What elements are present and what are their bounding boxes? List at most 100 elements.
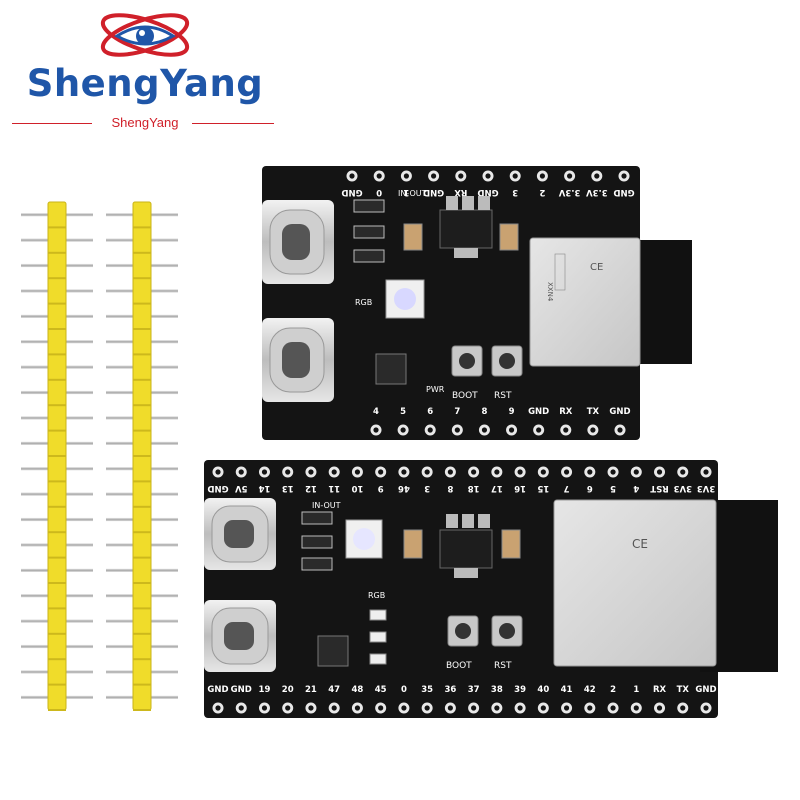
pwr-label: PWR	[426, 385, 445, 394]
pin-header-strip	[21, 201, 93, 711]
eye-logo-icon	[100, 13, 190, 57]
pin-label: 39	[514, 685, 526, 695]
pin-label: 6	[427, 407, 433, 417]
pin-label: 18	[468, 483, 480, 493]
pin-label: 5	[610, 483, 616, 493]
in-out-label: IN-OUT	[398, 189, 427, 198]
in-out-label: IN-OUT	[312, 501, 341, 510]
module-marking: XXN4	[546, 282, 554, 302]
pin-label: 7	[564, 483, 570, 493]
pin-label: GND	[609, 407, 630, 417]
boot-label: BOOT	[446, 661, 472, 671]
pin-label: 36	[444, 685, 456, 695]
pin-label: 16	[514, 483, 526, 493]
brand-tagline: ShengYang	[111, 115, 179, 130]
brand-logo: ShengYang ShengYang	[0, 0, 290, 140]
pin-label: 15	[537, 483, 549, 493]
diode-icon	[353, 249, 385, 263]
usb-bridge-chip-icon	[375, 353, 407, 385]
pin-label: 5	[400, 407, 406, 417]
pin-header-strip	[106, 201, 178, 711]
pin-label: 6	[587, 483, 593, 493]
pin-label: 40	[537, 685, 549, 695]
rst-label: RST	[494, 661, 512, 671]
regulator-chip-icon	[439, 529, 493, 569]
pin-label: 37	[468, 685, 480, 695]
usb-c-port-icon	[262, 318, 334, 402]
pin-label: 48	[352, 685, 364, 695]
pin-label: TX	[587, 407, 600, 417]
usb-bridge-chip-icon	[317, 635, 349, 667]
pin-label: GND	[207, 685, 228, 695]
pin-label: GND	[613, 187, 634, 197]
pin-label: 0	[376, 187, 382, 197]
wifi-module-icon	[529, 237, 641, 367]
pin-label: 3V3	[697, 483, 715, 493]
pin-label: 8	[447, 483, 453, 493]
pin-label: 41	[561, 685, 573, 695]
brand-name: ShengYang	[26, 62, 264, 105]
pin-label: 10	[351, 483, 363, 493]
diode-icon	[301, 535, 333, 549]
pin-label: 19	[259, 685, 271, 695]
ce-mark-icon: CE	[590, 262, 603, 273]
diode-icon	[353, 199, 385, 213]
usb-c-port-icon	[204, 498, 276, 570]
pin-label: 2	[610, 685, 616, 695]
rst-label: RST	[494, 391, 512, 401]
pin-label: GND	[423, 187, 444, 197]
pin-label: RX	[559, 407, 573, 417]
pin-label: 13	[282, 483, 294, 493]
pin-label: 17	[491, 483, 503, 493]
diode-icon	[353, 225, 385, 239]
pin-label: 46	[398, 483, 410, 493]
pin-label: RX	[653, 685, 667, 695]
rgb-label: RGB	[355, 298, 372, 307]
pin-label: GND	[231, 685, 252, 695]
pin-label: GND	[207, 483, 228, 493]
pin-label: 3	[512, 187, 518, 197]
pin-label: 3	[424, 483, 430, 493]
pin-label: GND	[528, 407, 549, 417]
ce-mark-icon: CE	[632, 537, 648, 551]
regulator-chip-icon	[439, 209, 493, 249]
pin-label: 47	[328, 685, 340, 695]
pin-label: RST	[650, 483, 669, 493]
pin-label: 9	[509, 407, 515, 417]
wifi-module-icon	[553, 499, 717, 667]
pin-label: 42	[584, 685, 596, 695]
pin-label: 11	[328, 483, 340, 493]
pin-label: TX	[677, 685, 690, 695]
pin-label: 20	[282, 685, 294, 695]
pin-label: 2	[539, 187, 545, 197]
pin-label: 3.3V	[586, 187, 608, 197]
pin-label: 0	[401, 685, 407, 695]
pin-label: 8	[481, 407, 487, 417]
pin-label: 9	[378, 483, 384, 493]
pin-label: GND	[477, 187, 498, 197]
pin-label: 1	[633, 685, 639, 695]
tagline-line-right	[192, 123, 274, 124]
pin-label: 4	[373, 407, 379, 417]
capacitor-icon	[403, 529, 423, 559]
pin-label: 1	[403, 187, 409, 197]
capacitor-icon	[403, 223, 423, 251]
pin-label: 3.3V	[558, 187, 580, 197]
capacitor-icon	[499, 223, 519, 251]
tagline-line-left	[12, 123, 92, 124]
pin-label: GND	[695, 685, 716, 695]
pin-label: 5V	[235, 483, 248, 493]
pin-label: 12	[305, 483, 317, 493]
pin-label: 21	[305, 685, 317, 695]
diode-icon	[301, 511, 333, 525]
pin-headers	[21, 201, 178, 711]
capacitor-icon	[501, 529, 521, 559]
boot-label: BOOT	[452, 391, 478, 401]
